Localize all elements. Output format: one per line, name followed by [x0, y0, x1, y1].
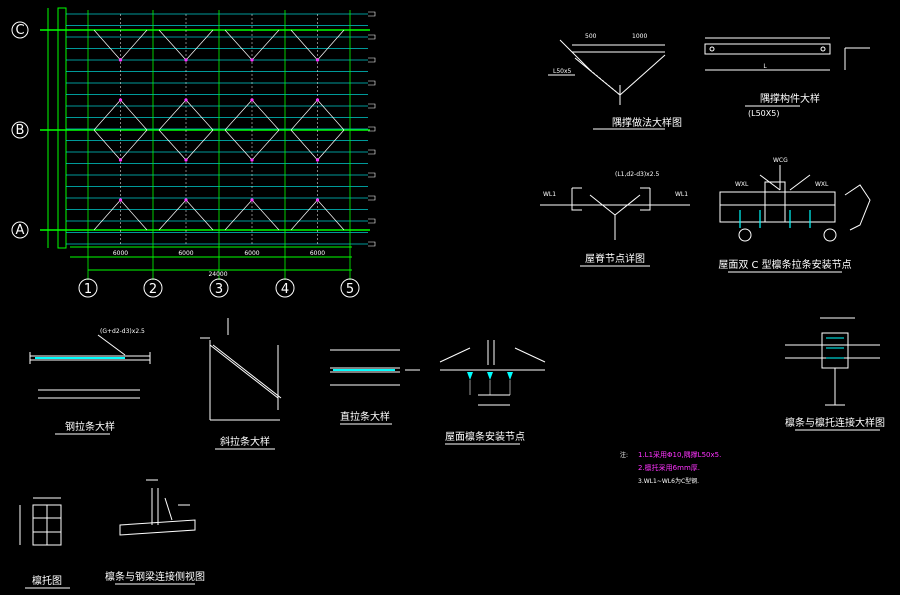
svg-text:L50x5: L50x5: [553, 68, 572, 75]
col-axis-2: 2: [143, 278, 163, 298]
svg-text:(L1,d2-d3)x2.5: (L1,d2-d3)x2.5: [615, 171, 659, 178]
purlin-wall-side-view: 檩条与钢梁连接侧视图: [105, 479, 205, 585]
roof-purlin-install-node: 屋面檩条安装节点: [439, 340, 546, 445]
col-axis-3: 3: [209, 278, 229, 298]
column-grid: [87, 10, 351, 280]
col-axis-1: 1: [78, 278, 98, 298]
title-roof-purlin-node: 屋面檩条安装节点: [445, 430, 525, 443]
bay-dimension: 6000: [310, 250, 325, 257]
angle-spec: (L50X5): [748, 109, 779, 118]
svg-text:500: 500: [585, 33, 597, 40]
svg-text:WXL: WXL: [815, 181, 829, 188]
svg-text:WXL: WXL: [735, 181, 749, 188]
title-ridge-node: 屋脊节点详图: [585, 252, 645, 265]
strut-detail: 直拉条大样: [330, 349, 420, 425]
total-dimension: 24000: [208, 271, 227, 278]
title-purlin-support: 檩托图: [32, 574, 62, 587]
title-ridge-detail: 隅撑做法大样图: [612, 116, 682, 129]
roof-plan: 24000 6000 6000 6000 6000: [40, 7, 376, 280]
roof-c-purlin-node: WCG WXL WXL 屋面双 C 型檩条拉条安装节点: [718, 157, 871, 273]
title-purlin-wall: 檩条与钢梁连接侧视图: [105, 570, 205, 583]
row-axis-a: A: [11, 221, 29, 239]
bay-dimension: 6000: [178, 250, 193, 257]
col-axis-4: 4: [275, 278, 295, 298]
title-angle-brace: 隅撑构件大样: [760, 92, 820, 105]
roof-bracing: [93, 29, 345, 231]
notes-label: 注:: [620, 451, 628, 459]
tie-rod-detail: (G+d2-d3)x2.5 钢拉条大样: [29, 328, 151, 435]
row-axis-b: B: [11, 121, 29, 139]
title-roof-c-node: 屋面双 C 型檩条拉条安装节点: [718, 258, 851, 271]
row-axis-label: C: [15, 23, 24, 38]
row-axis-label: A: [16, 223, 25, 238]
col-axis-label: 5: [346, 282, 354, 297]
right-edge-ticks: [368, 11, 376, 247]
row-axis-c: C: [11, 21, 29, 39]
purlin-support-detail: 檩托图: [19, 497, 70, 589]
general-notes: 注: 1.L1采用Φ10,隅撑L50x5. 2.檩托采用6mm厚. 3.WL1~…: [620, 450, 721, 485]
col-axis-label: 3: [215, 282, 223, 297]
tie-callout: (G+d2-d3)x2.5: [100, 328, 145, 335]
title-purlin-beam: 檩条与檩托连接大样图: [785, 416, 885, 429]
note-line: 1.L1采用Φ10,隅撑L50x5.: [638, 450, 721, 459]
svg-text:L: L: [763, 63, 767, 70]
col-axis-5: 5: [340, 278, 360, 298]
title-tie-rod: 钢拉条大样: [65, 420, 115, 433]
note-line: 3.WL1~WL6为C型钢.: [638, 477, 699, 485]
bay-dimension: 6000: [113, 250, 128, 257]
svg-text:WCG: WCG: [773, 157, 788, 164]
svg-text:WL1: WL1: [543, 191, 556, 198]
diagonal-tie-detail: 斜拉条大样: [200, 318, 282, 450]
note-line: 2.檩托采用6mm厚.: [638, 463, 700, 472]
title-diagonal-tie: 斜拉条大样: [220, 435, 270, 448]
angle-brace-member: L 隅撑构件大样 (L50X5): [704, 37, 870, 118]
title-strut: 直拉条大样: [340, 410, 390, 423]
ridge-node-detail: WL1 WL1 (L1,d2-d3)x2.5 屋脊节点详图: [540, 171, 690, 267]
col-axis-label: 2: [149, 282, 157, 297]
svg-text:WL1: WL1: [675, 191, 688, 198]
col-axis-label: 4: [281, 282, 289, 297]
bay-dimension: 6000: [244, 250, 259, 257]
purlin-beam-connection: 檩条与檩托连接大样图: [785, 317, 885, 431]
row-axis-label: B: [16, 123, 25, 138]
col-axis-label: 1: [84, 282, 92, 297]
svg-text:1000: 1000: [632, 33, 647, 40]
ridge-brace-detail: L50x5 500 1000 隅撑做法大样图: [548, 33, 682, 130]
purlin-lines: [66, 13, 368, 245]
